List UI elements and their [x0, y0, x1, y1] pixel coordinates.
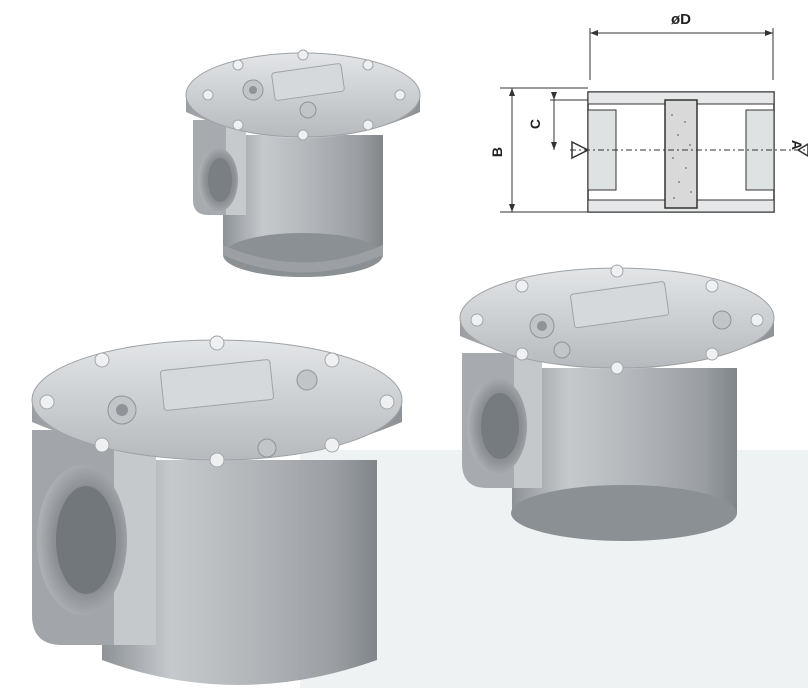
technical-drawing: øD B C A	[489, 11, 808, 213]
gas-filter-large-image	[31, 335, 403, 685]
gas-filter-small-image	[185, 49, 421, 277]
gas-filter-medium-image	[459, 264, 775, 541]
offset-label: C	[527, 119, 543, 129]
axis-label: A	[789, 140, 805, 150]
diameter-label: øD	[671, 11, 691, 28]
height-label: B	[489, 147, 505, 157]
